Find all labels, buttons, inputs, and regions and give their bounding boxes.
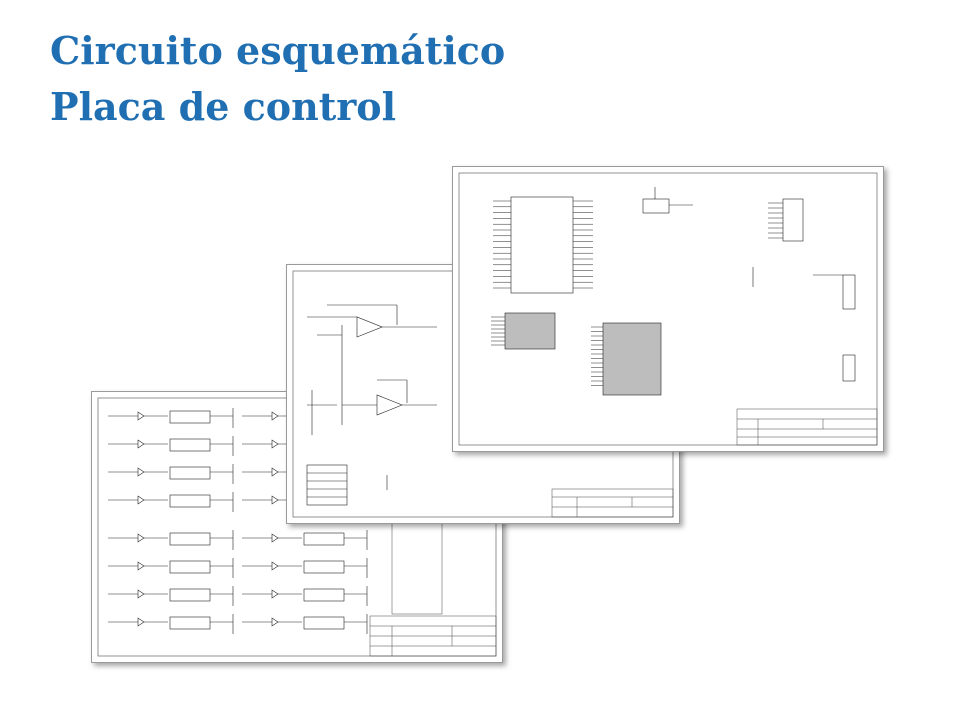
slide-title-line-1: Circuito esquemático: [50, 28, 506, 73]
mcu-schematic: [458, 172, 878, 446]
mcu-sheet: [452, 166, 884, 452]
slide-title-line-2: Placa de control: [50, 84, 397, 129]
